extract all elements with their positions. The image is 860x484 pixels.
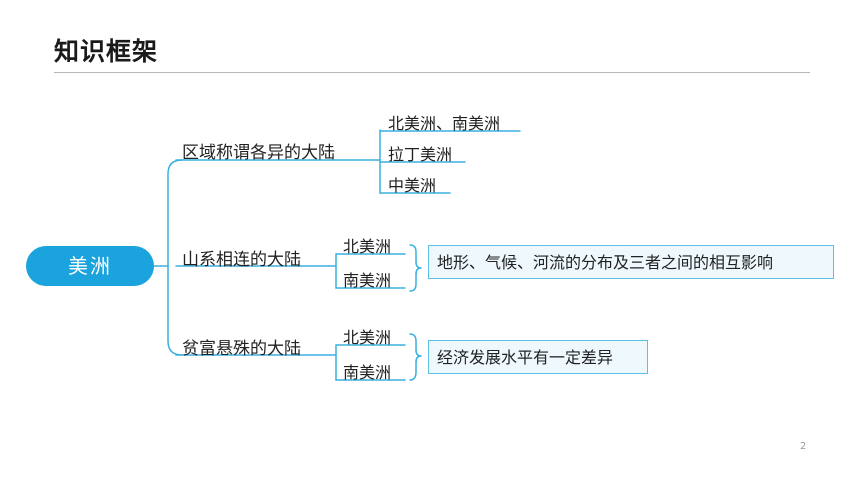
branch-3-label: 贫富悬殊的大陆	[182, 339, 301, 359]
branch-3-note-box: 经济发展水平有一定差异	[428, 340, 648, 374]
branch-3-sub-2: 南美洲	[343, 363, 392, 382]
branch-1-sub-1: 北美洲、南美洲	[388, 114, 501, 133]
trunk-line	[167, 159, 183, 356]
branch-2-label: 山系相连的大陆	[182, 250, 301, 270]
branch-2-note-box: 地形、气候、河流的分布及三者之间的相互影响	[428, 245, 834, 279]
branch-2-sub-1: 北美洲	[343, 237, 392, 256]
branch-2-sub-2: 南美洲	[343, 271, 392, 290]
branch-3-brace	[409, 333, 422, 381]
root-node: 美洲	[26, 246, 154, 286]
branch-1-sub-3: 中美洲	[388, 176, 437, 195]
branch-3-sub-1: 北美洲	[343, 328, 392, 347]
page-title: 知识框架	[54, 37, 159, 66]
page-number: 2	[800, 441, 807, 452]
branch-1-sub-2: 拉丁美洲	[388, 145, 453, 164]
branch-2-brace	[409, 244, 422, 292]
title-divider	[54, 72, 810, 73]
branch-1-label: 区域称谓各异的大陆	[182, 143, 335, 163]
